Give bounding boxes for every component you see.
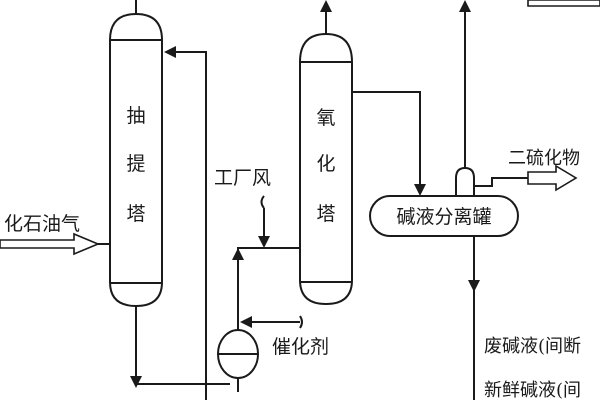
catalyst-mixer bbox=[217, 329, 259, 379]
extraction-tower-label-1: 抽 bbox=[126, 105, 145, 127]
oxidation-tower-label-1: 氧 bbox=[316, 107, 335, 129]
extraction-tower-label-2: 提 bbox=[126, 153, 145, 175]
reflux-pipe bbox=[176, 51, 207, 400]
feed-gas-inlet-arrow bbox=[0, 232, 101, 256]
spent-caustic-label: 废碱液(间断 bbox=[484, 336, 581, 357]
disulfide-label: 二硫化物 bbox=[508, 148, 580, 169]
arrow-down-icon bbox=[258, 236, 270, 248]
arrow-left-icon bbox=[164, 46, 176, 58]
arrow-down-icon bbox=[130, 376, 142, 388]
oxidation-tower-label-2: 化 bbox=[316, 153, 335, 175]
catalyst-feed-squiggle bbox=[299, 315, 303, 329]
oxidation-tower: 氧 化 塔 bbox=[299, 32, 353, 306]
catalyst-label: 催化剂 bbox=[272, 336, 329, 358]
caustic-separator-tank: 碱液分离罐 bbox=[369, 166, 519, 237]
plant-air-squiggle bbox=[260, 195, 265, 209]
separator-dome bbox=[455, 166, 475, 197]
arrow-up-icon bbox=[320, 0, 332, 12]
arrow-left-icon bbox=[240, 316, 252, 328]
oxidation-tower-label-3: 塔 bbox=[316, 203, 335, 225]
separator-tank-label: 碱液分离罐 bbox=[396, 206, 491, 228]
disulfide-pipe bbox=[474, 177, 528, 187]
arrow-up-icon bbox=[232, 248, 244, 260]
extraction-bottom-pipe bbox=[135, 306, 230, 385]
plant-air-label: 工厂风 bbox=[214, 167, 271, 189]
extraction-tower-label-3: 塔 bbox=[126, 203, 145, 225]
arrow-down-icon bbox=[468, 280, 480, 292]
disulfide-outlet-arrow bbox=[527, 164, 578, 192]
mixer-to-oxidizer-pipe bbox=[237, 247, 300, 318]
fresh-caustic-label: 新鲜碱液(间 bbox=[484, 380, 581, 400]
extraction-tower: 抽 提 塔 bbox=[109, 12, 163, 308]
arrow-up-icon bbox=[459, 0, 471, 12]
top-right-outlet-arrow bbox=[527, 0, 600, 7]
oxidizer-to-separator-pipe bbox=[352, 91, 421, 186]
feed-gas-label: 化石油气 bbox=[4, 213, 80, 235]
arrow-down-icon bbox=[414, 184, 426, 196]
